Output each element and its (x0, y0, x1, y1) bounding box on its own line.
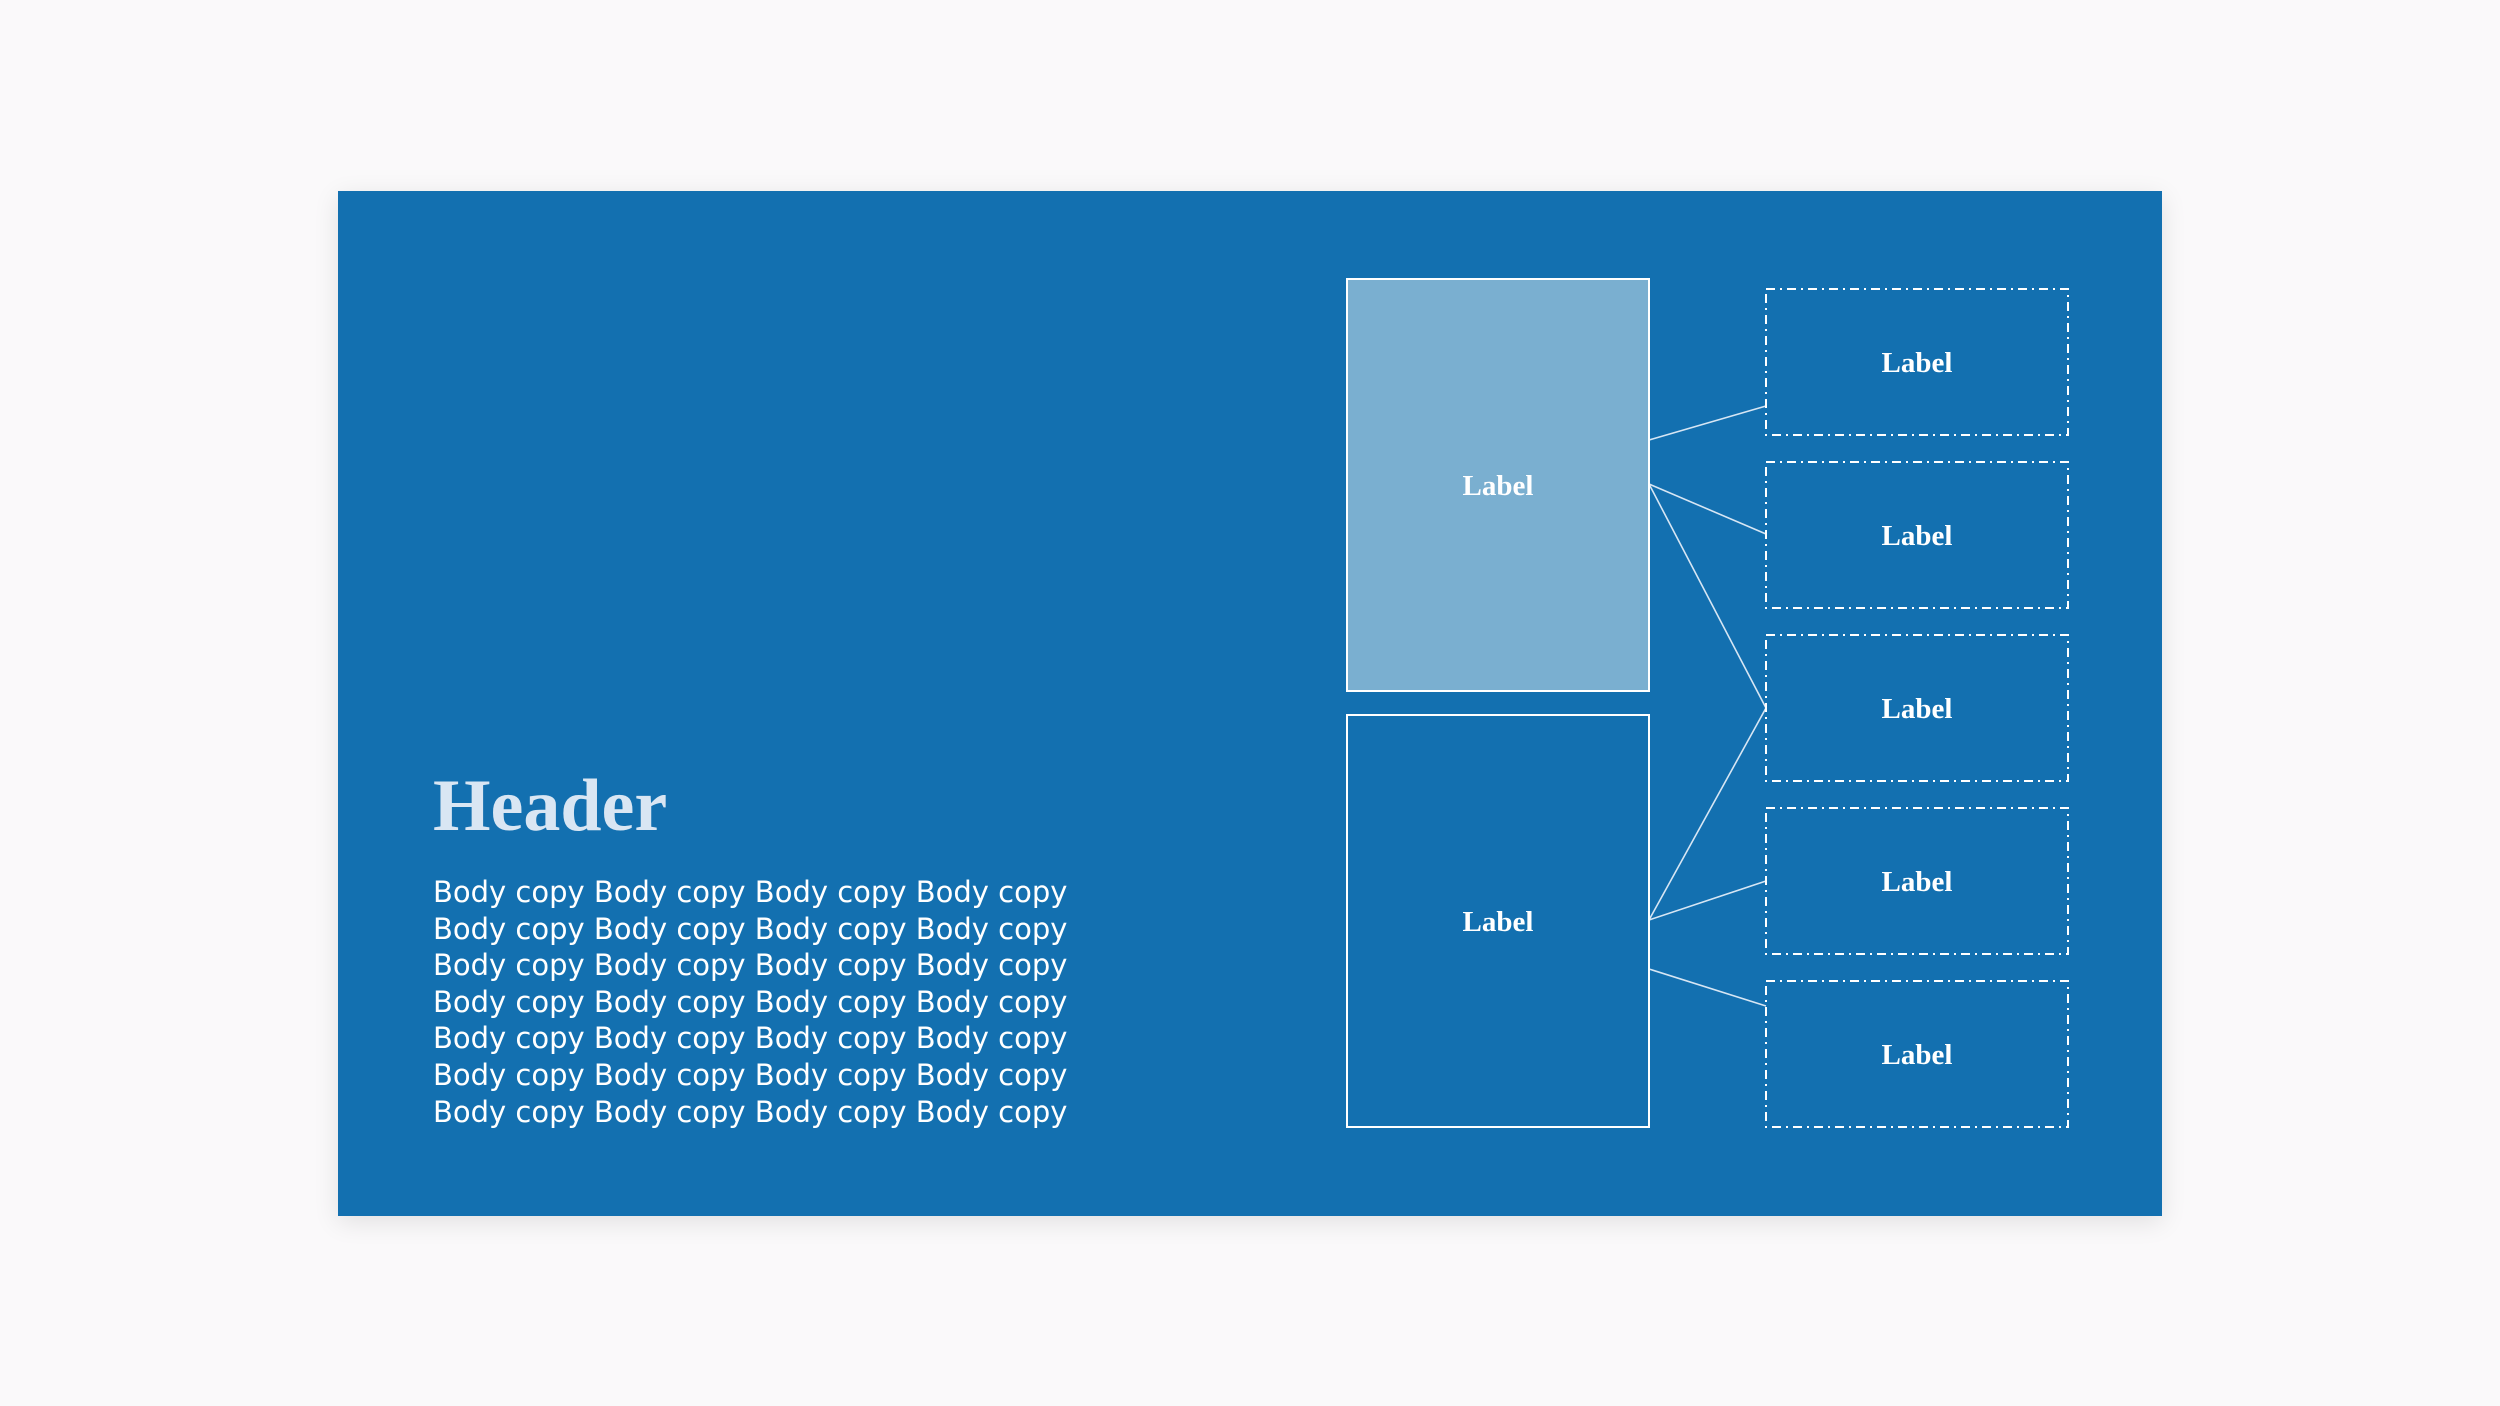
mapping-diagram: Label Label Label Label Label Label Labe… (1346, 278, 2069, 1128)
body-copy-line: Body copy Body copy Body copy Body copy (433, 1057, 1068, 1092)
target-box (1765, 634, 2069, 782)
body-copy: Body copy Body copy Body copy Body copy … (433, 874, 1133, 1130)
target-boxes (1765, 288, 2069, 1128)
body-copy-line: Body copy Body copy Body copy Body copy (433, 1021, 1068, 1056)
source-box-secondary (1346, 714, 1650, 1128)
target-box-label: Label (1882, 520, 1953, 552)
source-box-label: Label (1463, 906, 1534, 938)
body-copy-line: Body copy Body copy Body copy Body copy (433, 984, 1068, 1019)
target-box-label: Label (1882, 1039, 1953, 1071)
connector-line (1648, 483, 1767, 535)
slide-header: Header (433, 765, 668, 847)
body-copy-line: Body copy Body copy Body copy Body copy (433, 948, 1068, 983)
target-box (1765, 807, 2069, 955)
connector-line (1648, 405, 1767, 441)
target-box-label: Label (1882, 866, 1953, 898)
connector-line (1648, 707, 1767, 921)
connector-line (1648, 483, 1767, 709)
source-box-primary (1346, 278, 1650, 692)
target-box (1765, 288, 2069, 436)
target-box (1765, 980, 2069, 1128)
slide: Header Body copy Body copy Body copy Bod… (338, 191, 2162, 1216)
target-box-label: Label (1882, 693, 1953, 725)
body-copy-line: Body copy Body copy Body copy Body copy (433, 911, 1068, 946)
body-copy-line: Body copy Body copy Body copy Body copy (433, 875, 1068, 909)
connector-line (1648, 968, 1767, 1007)
body-copy-line: Body copy Body copy Body copy Body copy (433, 1094, 1068, 1129)
connector-lines (1648, 405, 1767, 1007)
target-box (1765, 461, 2069, 609)
source-box-label: Label (1463, 470, 1534, 502)
connector-line (1648, 880, 1767, 921)
target-box-label: Label (1882, 347, 1953, 379)
